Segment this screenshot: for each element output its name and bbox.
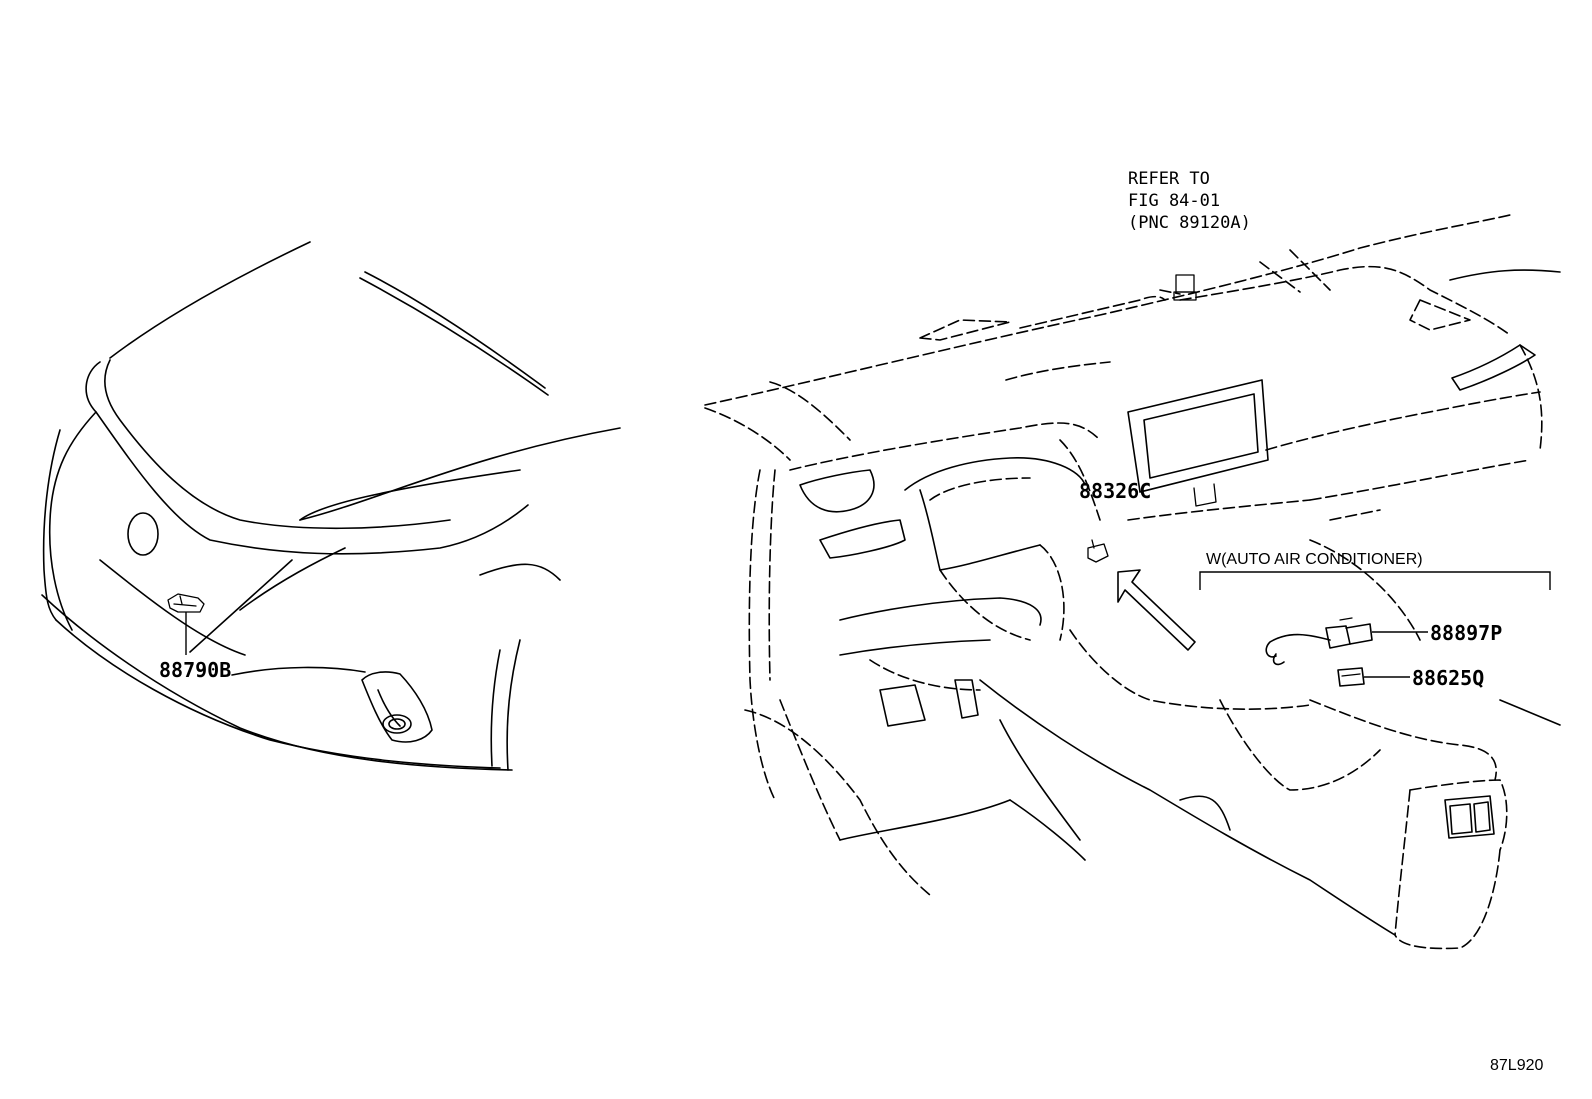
reference-note-line1: REFER TO [1128, 169, 1210, 189]
auto-ac-subassembly [1199, 571, 1551, 687]
part-label-88790B[interactable]: 88790B [159, 658, 232, 682]
part-label-88625Q[interactable]: 88625Q [1412, 666, 1485, 690]
vehicle-front-drawing [41, 241, 621, 771]
reference-note-line3: (PNC 89120A) [1128, 213, 1251, 233]
variant-note: W(AUTO AIR CONDITIONER) [1206, 551, 1423, 568]
part-label-88326C[interactable]: 88326C [1079, 479, 1152, 503]
figure-code: 87L920 [1490, 1057, 1544, 1074]
part-label-88897P[interactable]: 88897P [1430, 621, 1503, 645]
reference-note-line2: FIG 84-01 [1128, 191, 1221, 211]
reference-note: REFER TO FIG 84-01 (PNC 89120A) [1128, 168, 1251, 234]
instrument-panel-drawing [704, 214, 1561, 950]
